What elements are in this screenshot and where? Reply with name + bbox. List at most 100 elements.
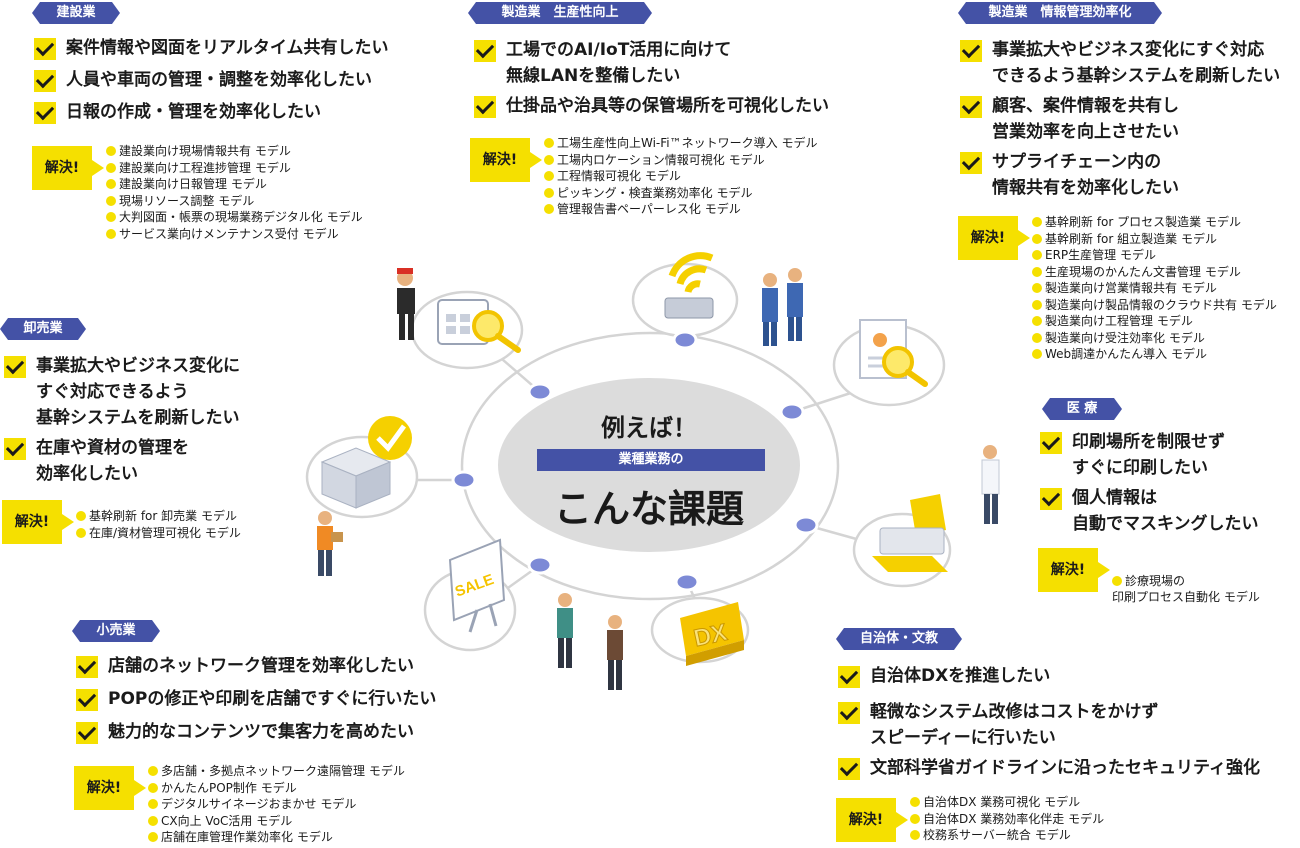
issue-item: 軽微なシステム改修はコストをかけず スピーディーに行いたい — [870, 702, 1159, 748]
model-item[interactable]: 生産現場のかんたん文書管理 モデル — [1032, 264, 1277, 281]
model-item[interactable]: 在庫/資材管理可視化 モデル — [76, 525, 241, 542]
model-item[interactable]: 製造業向け製品情報のクラウド共有 モデル — [1032, 297, 1277, 314]
solution-badge: 解決! — [32, 146, 104, 190]
model-item[interactable]: CX向上 VoC活用 モデル — [148, 813, 405, 830]
model-item[interactable]: サービス業向けメンテナンス受付 モデル — [106, 226, 363, 243]
model-item[interactable]: ピッキング・検査業務効率化 モデル — [544, 185, 817, 202]
delivery-worker-icon — [317, 511, 343, 576]
dx-block-icon: DX — [680, 602, 744, 666]
issue-item: サプライチェーン内の 情報共有を効率化したい — [992, 152, 1179, 198]
check-icon — [960, 96, 982, 118]
section-government: 自治体・文教 自治体DXを推進したい 軽微なシステム改修はコストをかけず スピー… — [820, 626, 1300, 848]
check-icon — [1040, 488, 1062, 510]
model-item[interactable]: 多店舗・多拠点ネットワーク遠隔管理 モデル — [148, 763, 405, 780]
model-item[interactable]: 基幹刷新 for プロセス製造業 モデル — [1032, 214, 1277, 231]
tag-manufacturing-productivity: 製造業 生産性向上 — [468, 2, 652, 24]
doctor-figure-icon — [981, 445, 1000, 524]
sale-sign-icon: SALE — [448, 538, 506, 633]
check-icon — [1040, 432, 1062, 454]
solution-badge: 解決! — [958, 216, 1030, 260]
issue-item: 事業拡大やビジネス変化にすぐ対応 できるよう基幹システムを刷新したい — [992, 40, 1281, 86]
model-list: 診療現場の 印刷プロセス自動化 モデル — [1112, 556, 1260, 622]
solution-badge: 解決! — [2, 500, 74, 544]
model-item[interactable]: 自治体DX 業務可視化 モデル — [910, 794, 1104, 811]
issue-item: POPの修正や印刷を店舗ですぐに行いたい — [108, 689, 437, 709]
model-item[interactable]: 工場内ロケーション情報可視化 モデル — [544, 152, 817, 169]
check-icon — [76, 656, 98, 678]
check-icon — [76, 689, 98, 711]
model-item[interactable]: 製造業向け受注効率化 モデル — [1032, 330, 1277, 347]
model-item[interactable]: Web調達かんたん導入 モデル — [1032, 346, 1277, 363]
model-item[interactable]: 店舗在庫管理作業効率化 モデル — [148, 829, 405, 846]
model-item[interactable]: 基幹刷新 for 卸売業 モデル — [76, 508, 241, 525]
customers-figure-icon — [557, 593, 623, 690]
model-item[interactable]: 工場生産性向上Wi-Fi™ネットワーク導入 モデル — [544, 135, 817, 152]
issue-item: 顧客、案件情報を共有し 営業効率を向上させたい — [992, 96, 1179, 142]
issue-item: 事業拡大やビジネス変化に すぐ対応できるよう 基幹システムを刷新したい — [36, 356, 240, 428]
model-list: 工場生産性向上Wi-Fi™ネットワーク導入 モデル 工場内ロケーション情報可視化… — [544, 135, 817, 218]
model-item[interactable]: 建設業向け日報管理 モデル — [106, 176, 363, 193]
model-item[interactable]: 製造業向け工程管理 モデル — [1032, 313, 1277, 330]
model-item[interactable]: 診療現場の 印刷プロセス自動化 モデル — [1112, 573, 1260, 605]
solution-badge: 解決! — [74, 766, 146, 810]
issue-item: 案件情報や図面をリアルタイム共有したい — [66, 38, 389, 58]
model-item[interactable]: 現場リソース調整 モデル — [106, 193, 363, 210]
issue-item: 文部科学省ガイドラインに沿ったセキュリティ強化 — [870, 758, 1260, 778]
issue-item: 人員や車両の管理・調整を効率化したい — [66, 70, 372, 90]
printer-icon — [872, 494, 948, 572]
check-icon — [838, 702, 860, 724]
model-item[interactable]: 製造業向け営業情報共有 モデル — [1032, 280, 1277, 297]
solution-badge: 解決! — [836, 798, 908, 842]
model-item[interactable]: デジタルサイネージおまかせ モデル — [148, 796, 405, 813]
tag-government: 自治体・文教 — [836, 628, 962, 650]
model-list: 多店舗・多拠点ネットワーク遠隔管理 モデル かんたんPOP制作 モデル デジタル… — [148, 763, 405, 846]
issue-item: 店舗のネットワーク管理を効率化したい — [108, 656, 414, 676]
tag-manufacturing-info: 製造業 情報管理効率化 — [958, 2, 1162, 24]
issue-item: 自治体DXを推進したい — [870, 666, 1051, 686]
document-search-icon — [859, 319, 928, 387]
model-item[interactable]: 工程情報可視化 モデル — [544, 168, 817, 185]
model-list: 自治体DX 業務可視化 モデル 自治体DX 業務効率化伴走 モデル 校務系サーバ… — [910, 794, 1104, 844]
model-item[interactable]: 基幹刷新 for 組立製造業 モデル — [1032, 231, 1277, 248]
outer-ring — [460, 331, 840, 601]
package-check-icon — [320, 416, 412, 509]
worker-figure-icon — [397, 268, 415, 340]
model-item[interactable]: 校務系サーバー統合 モデル — [910, 827, 1104, 844]
check-icon — [4, 438, 26, 460]
section-manufacturing-productivity: 製造業 生産性向上 工場でのAI/IoT活用に向けて 無線LANを整備したい 仕… — [460, 0, 900, 230]
section-retail: 小売業 店舗のネットワーク管理を効率化したい POPの修正や印刷を店舗ですぐに行… — [40, 618, 480, 848]
tag-construction: 建設業 — [32, 2, 120, 24]
issue-item: 工場でのAI/IoT活用に向けて 無線LANを整備したい — [506, 40, 732, 86]
model-item[interactable]: 建設業向け現場情報共有 モデル — [106, 143, 363, 160]
model-item[interactable]: 管理報告書ペーパーレス化 モデル — [544, 201, 817, 218]
check-icon — [474, 96, 496, 118]
check-icon — [960, 152, 982, 174]
center-main-title: こんな課題 — [553, 487, 744, 531]
model-item[interactable]: かんたんPOP制作 モデル — [148, 780, 405, 797]
connector-dot — [779, 402, 805, 422]
connector-dot — [672, 330, 698, 350]
model-list: 基幹刷新 for プロセス製造業 モデル 基幹刷新 for 組立製造業 モデル … — [1032, 214, 1277, 363]
section-manufacturing-info: 製造業 情報管理効率化 事業拡大やビジネス変化にすぐ対応 できるよう基幹システム… — [940, 0, 1300, 370]
connector-dot — [527, 382, 553, 402]
model-item[interactable]: 建設業向け工程進捗管理 モデル — [106, 160, 363, 177]
model-item[interactable]: 自治体DX 業務効率化伴走 モデル — [910, 811, 1104, 828]
magnifier-icon — [472, 310, 521, 353]
issue-item: 日報の作成・管理を効率化したい — [66, 102, 321, 122]
connector-dot — [793, 515, 819, 535]
check-icon — [4, 356, 26, 378]
center-band: 業種業務の — [537, 449, 765, 471]
issue-item: 在庫や資材の管理を 効率化したい — [36, 438, 189, 484]
model-item[interactable]: ERP生産管理 モデル — [1032, 247, 1277, 264]
check-icon — [838, 666, 860, 688]
model-item[interactable]: 大判図面・帳票の現場業務デジタル化 モデル — [106, 209, 363, 226]
section-wholesale: 卸売業 事業拡大やビジネス変化に すぐ対応できるよう 基幹システムを刷新したい … — [0, 316, 300, 556]
connector-dot — [451, 470, 477, 490]
check-icon — [34, 70, 56, 92]
check-icon — [960, 40, 982, 62]
tag-retail: 小売業 — [72, 620, 160, 642]
check-icon — [474, 40, 496, 62]
factory-workers-icon — [762, 268, 803, 346]
issue-item: 印刷場所を制限せず すぐに印刷したい — [1072, 432, 1225, 478]
section-construction: 建設業 案件情報や図面をリアルタイム共有したい 人員や車両の管理・調整を効率化し… — [0, 0, 420, 250]
